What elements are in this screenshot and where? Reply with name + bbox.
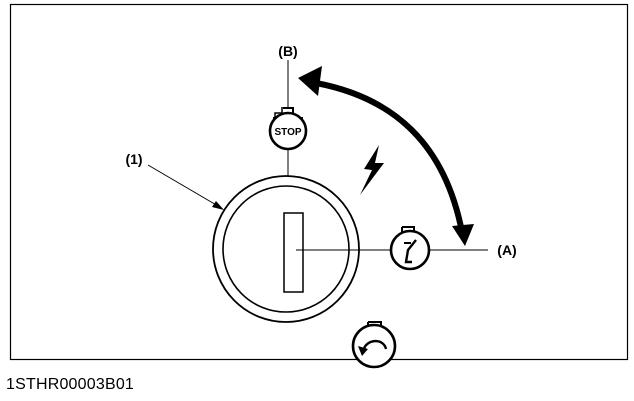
stop-label: STOP	[274, 127, 301, 138]
key-switch	[212, 175, 390, 323]
leader-1	[147, 164, 219, 207]
stop-lamp-icon: STOP	[268, 107, 308, 151]
label-b: (B)	[278, 43, 297, 59]
glow-plug-icon	[389, 226, 431, 271]
rotation-arrow	[298, 66, 474, 246]
label-a: (A)	[497, 242, 516, 258]
leader-1-arrowhead	[212, 201, 224, 210]
key-slot	[283, 212, 304, 293]
lightning-bolt-icon	[360, 145, 384, 195]
figure-frame	[9, 3, 629, 361]
starter-rotate-icon	[351, 321, 397, 369]
label-1: (1)	[125, 151, 142, 167]
figure-code: 1STHR00003B01	[6, 376, 135, 393]
